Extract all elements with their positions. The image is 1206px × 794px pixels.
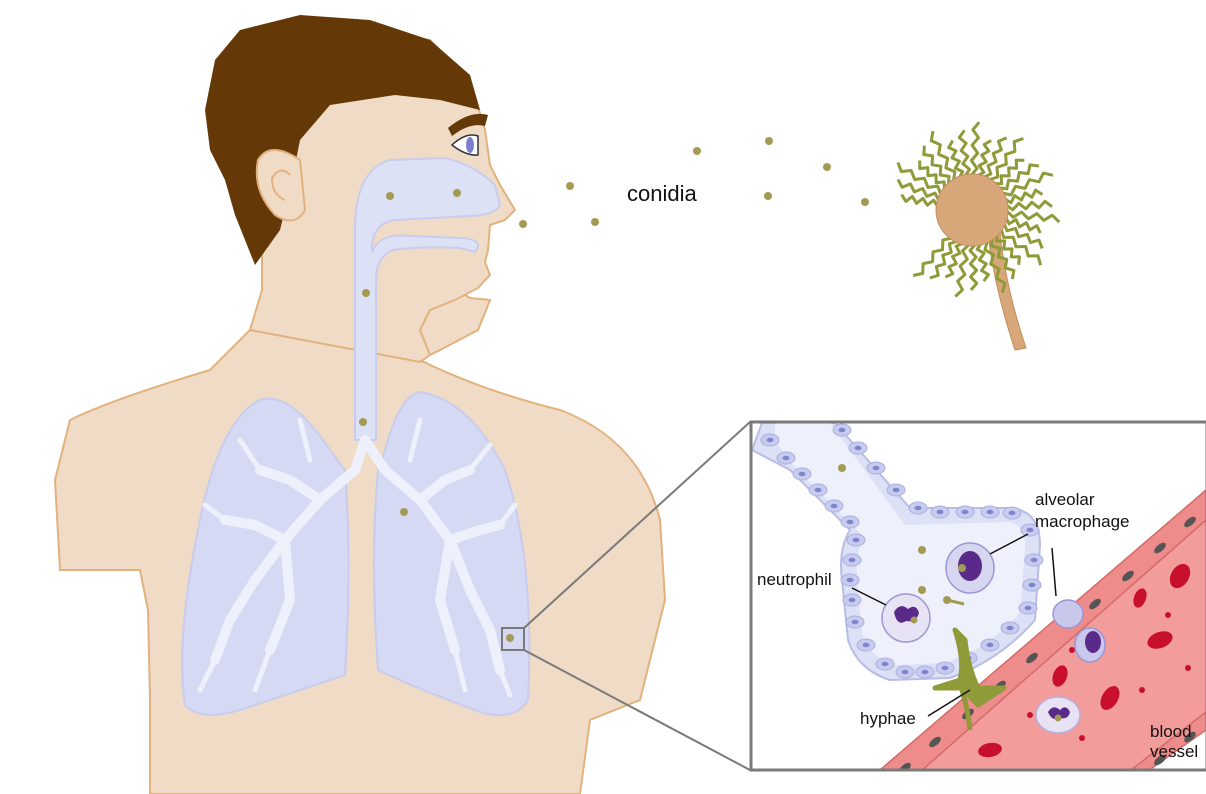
epithelial-nucleus: [783, 456, 790, 460]
epithelial-nucleus: [852, 620, 859, 624]
epithelial-nucleus: [847, 578, 854, 582]
blood-label: blood: [1150, 722, 1192, 741]
epithelial-nucleus: [855, 446, 862, 450]
epithelial-nucleus: [1027, 528, 1034, 532]
epithelial-nucleus: [849, 598, 856, 602]
vesicle: [936, 174, 1008, 246]
phialide-chain: [955, 244, 969, 296]
epithelial-nucleus: [915, 506, 922, 510]
epithelial-nucleus: [1029, 583, 1036, 587]
alveolar-macrophage: [946, 543, 994, 593]
epithelial-nucleus: [853, 538, 860, 542]
epithelial-nucleus: [987, 643, 994, 647]
epithelial-nucleus: [873, 466, 880, 470]
epithelial-nucleus: [767, 438, 774, 442]
conidia-label: conidia: [627, 181, 697, 206]
phialide-chain: [945, 243, 963, 277]
phialide-chain: [971, 122, 980, 176]
phialide-chain: [902, 195, 938, 208]
epithelial-nucleus: [815, 488, 822, 492]
epithelial-nucleus: [962, 510, 969, 514]
epithelial-nucleus: [937, 510, 944, 514]
epithelial-nucleus: [799, 472, 806, 476]
vessel-neutrophil: [1036, 697, 1080, 733]
epithelial-nucleus: [1031, 558, 1038, 562]
epithelial-nucleus: [922, 670, 929, 674]
epithelial-nucleus: [1007, 626, 1014, 630]
endothelial-nucleus: [1120, 775, 1135, 789]
hyphae-label: hyphae: [860, 709, 916, 728]
epithelial-nucleus: [882, 662, 889, 666]
epithelial-nucleus: [893, 488, 900, 492]
phialide-chain: [913, 238, 952, 276]
epithelial-nucleus: [987, 510, 994, 514]
neutrophil-label: neutrophil: [757, 570, 832, 589]
epithelial-nucleus: [849, 558, 856, 562]
epithelial-nucleus: [831, 504, 838, 508]
epithelial-nucleus: [839, 428, 846, 432]
aspergillus-conidiophore: [898, 122, 1059, 350]
epithelial-nucleus: [1025, 606, 1032, 610]
epithelial-nucleus: [863, 643, 870, 647]
alveolar-neutrophil: [882, 594, 930, 642]
alveolus-inset: [751, 422, 1206, 794]
epithelial-nucleus: [942, 666, 949, 670]
epithelial-nucleus: [902, 670, 909, 674]
alveolar-label: alveolar: [1035, 490, 1095, 509]
phialide-chain: [970, 244, 977, 290]
epithelial-nucleus: [1009, 511, 1016, 515]
epithelial-nucleus: [847, 520, 854, 524]
macrophage-label: macrophage: [1035, 512, 1130, 531]
phialide-chain: [1004, 190, 1042, 203]
vessel-label: vessel: [1150, 742, 1198, 761]
